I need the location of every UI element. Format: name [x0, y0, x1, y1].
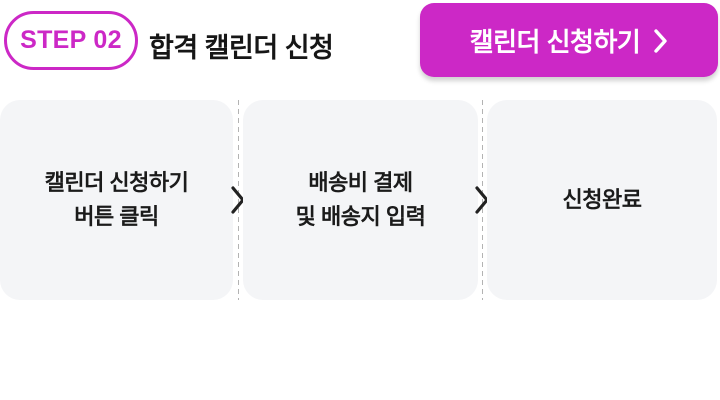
flow-step-card-text: 배송비 결제 및 배송지 입력 — [296, 166, 426, 234]
flow-step-line: 배송비 결제 — [308, 170, 413, 195]
flow-step-card-text: 캘린더 신청하기 버튼 클릭 — [45, 166, 189, 234]
chevron-right-icon — [654, 29, 668, 53]
flow-step-line: 버튼 클릭 — [74, 204, 159, 229]
section-title: 합격 캘린더 신청 — [149, 33, 334, 63]
flow-step-card-complete: 신청완료 — [487, 100, 717, 300]
flow-step-line: 캘린더 신청하기 — [44, 170, 189, 195]
calendar-apply-button-label: 캘린더 신청하기 — [469, 26, 641, 57]
flow-step-card-click-button: 캘린더 신청하기 버튼 클릭 — [0, 100, 233, 300]
flow-step-line: 및 배송지 입력 — [295, 204, 426, 229]
step-badge: STEP 02 — [4, 11, 138, 70]
flow-step-line: 신청완료 — [562, 187, 642, 212]
calendar-apply-button[interactable]: 캘린더 신청하기 — [420, 3, 718, 77]
step-badge-label: STEP 02 — [20, 26, 122, 54]
flow-step-card-payment-address: 배송비 결제 및 배송지 입력 — [243, 100, 478, 300]
flow-separator — [482, 100, 483, 300]
flow-step-card-text: 신청완료 — [563, 183, 642, 217]
flow-separator — [238, 100, 239, 300]
